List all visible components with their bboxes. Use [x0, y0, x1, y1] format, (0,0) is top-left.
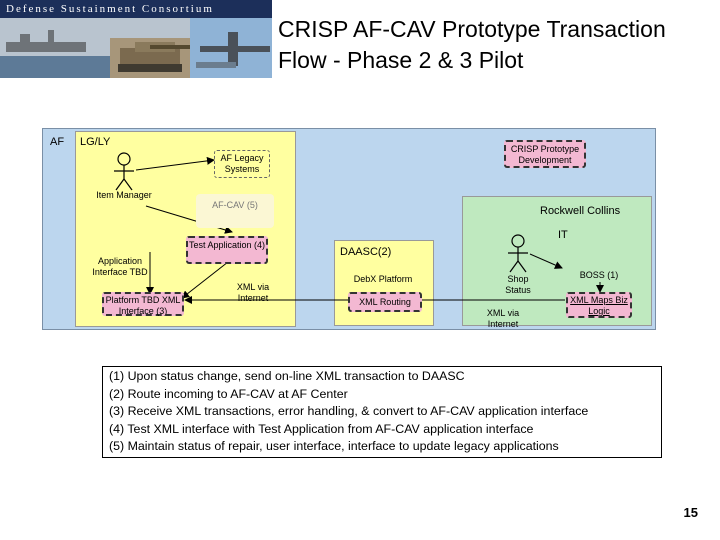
it-label: IT — [558, 229, 568, 241]
daasc-label: DAASC(2) — [340, 246, 392, 258]
note-3: (3) Receive XML transactions, error hand… — [109, 404, 589, 419]
header-banner: Defense Sustainment Consortium — [0, 0, 272, 78]
banner-org-name: Defense Sustainment Consortium — [0, 0, 272, 18]
note-5: (5) Maintain status of repair, user inte… — [109, 439, 559, 454]
test-application-box: Test Application (4) — [186, 236, 268, 264]
xml-maps-label: XML Maps Biz Logic — [570, 295, 628, 316]
xml-routing-box: XML Routing — [348, 292, 422, 312]
note-2: (2) Route incoming to AF-CAV at AF Cente… — [109, 386, 348, 401]
afcav-label: AF-CAV (5) — [212, 200, 258, 210]
xml-via-internet-left-label: XML via Internet — [236, 282, 270, 303]
app-interface-label: Application Interface TBD — [92, 256, 148, 277]
debx-platform-label: DebX Platform — [353, 274, 413, 284]
banner-photo — [0, 18, 272, 78]
slide-title: CRISP AF-CAV Prototype Transaction Flow … — [278, 14, 718, 76]
shop-status-label: Shop Status — [505, 274, 531, 295]
af-legacy-systems-box: AF Legacy Systems — [214, 150, 270, 178]
note-1: (1) Upon status change, send on-line XML… — [109, 369, 465, 383]
shop-status-person-icon — [508, 234, 528, 273]
item-manager-label: Item Manager — [96, 190, 152, 200]
xml-via-internet-right-label: XML via Internet — [486, 308, 520, 329]
crisp-prototype-dev-box: CRISP Prototype Development — [504, 140, 586, 168]
title-line-1: CRISP AF-CAV Prototype Transaction — [278, 16, 666, 42]
af-region-label: AF — [50, 136, 65, 148]
platform-tbd-box: Platform TBD XML Interface (3) — [102, 292, 184, 316]
rockwell-label: Rockwell Collins — [540, 205, 621, 217]
notes-box: (1) Upon status change, send on-line XML… — [102, 366, 662, 458]
xml-maps-biz-logic-box: XML Maps Biz Logic — [566, 292, 632, 318]
title-line-2: Flow - Phase 2 & 3 Pilot — [278, 47, 524, 73]
note-4: (4) Test XML interface with Test Applica… — [109, 421, 534, 436]
afcav-box: AF-CAV (5) — [196, 194, 274, 228]
boss-label: BOSS (1) — [579, 270, 619, 280]
item-manager-person-icon — [114, 152, 134, 191]
page-number: 15 — [683, 505, 698, 520]
lgly-region-label: LG/LY — [80, 136, 111, 148]
